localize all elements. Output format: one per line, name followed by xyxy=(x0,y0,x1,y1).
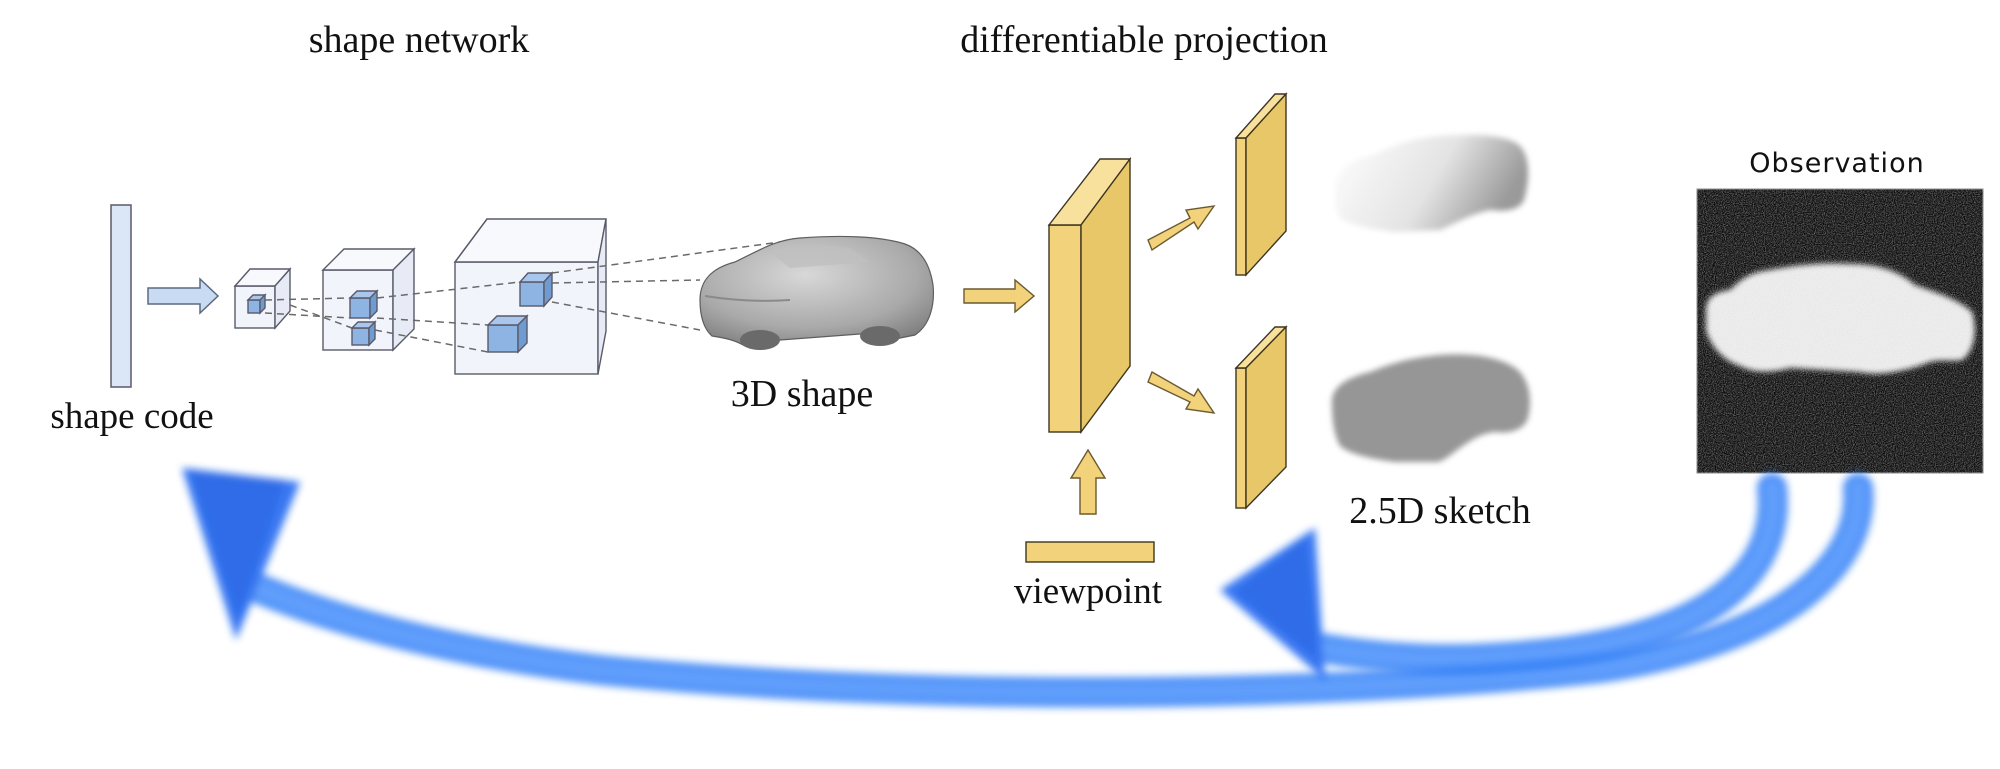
shape-code-label: shape code xyxy=(50,396,213,437)
code-to-network-arrow xyxy=(147,277,220,315)
sketch-25d-label: 2.5D sketch xyxy=(1349,490,1531,532)
feedback-arrow-to-shape-code xyxy=(182,468,1874,708)
network-dashed-links xyxy=(264,241,781,353)
to-depth-arrow xyxy=(1147,205,1216,252)
projection-panel-silhouette xyxy=(1234,325,1288,510)
network-cube-large xyxy=(453,218,607,375)
projection-panel-depth xyxy=(1234,92,1288,277)
car-3d-shape xyxy=(699,235,935,350)
viewpoint-bar xyxy=(1025,541,1155,563)
network-cube-small xyxy=(233,267,292,330)
differentiable-projection-title: differentiable projection xyxy=(960,19,1328,61)
projection-panel-main xyxy=(1047,156,1132,435)
viewpoint-arrow xyxy=(1069,448,1107,515)
depth-map-sketch xyxy=(1335,134,1529,232)
shape-code-bar xyxy=(110,204,132,388)
observation-image xyxy=(1696,188,1984,474)
viewpoint-label: viewpoint xyxy=(1014,571,1163,612)
network-cubes xyxy=(233,218,607,375)
feedback-arrow-to-sketch xyxy=(1220,473,1788,680)
shape-network-title: shape network xyxy=(309,19,530,61)
shape-3d-label: 3D shape xyxy=(731,373,873,415)
shape-to-projection-arrow xyxy=(963,278,1036,314)
observation-title: Observation xyxy=(1749,148,1924,179)
to-silhouette-arrow xyxy=(1147,370,1216,414)
silhouette-sketch xyxy=(1331,354,1530,462)
network-cube-medium xyxy=(321,247,416,352)
